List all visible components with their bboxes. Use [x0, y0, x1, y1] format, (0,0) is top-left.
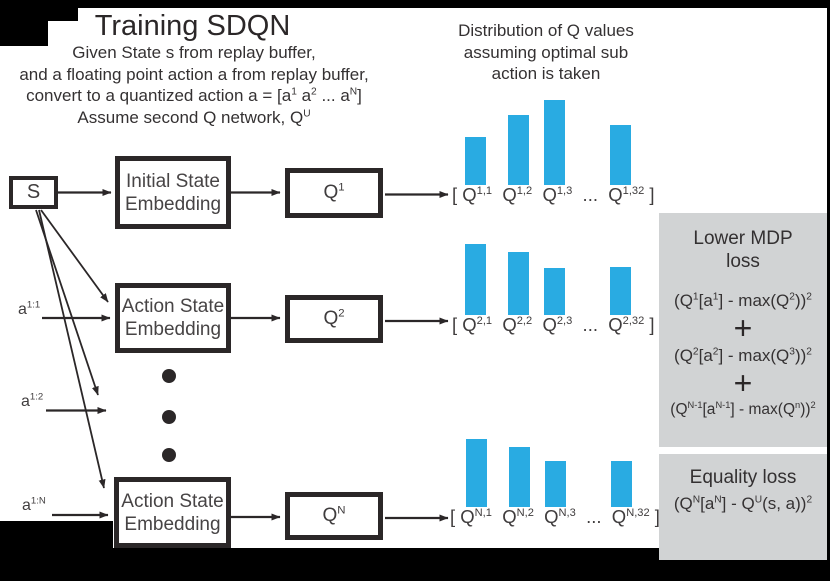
- qn-box: QN: [285, 492, 383, 540]
- q-value-bar: [544, 268, 565, 315]
- description-line: Assume second Q network, QU: [77, 107, 311, 127]
- q-value-bar: [509, 447, 530, 507]
- caption-line: Distribution of Q values: [458, 21, 634, 40]
- description-line: convert to a quantized action a = [a1 a2…: [26, 86, 362, 105]
- q1-distribution-bars: [465, 95, 635, 185]
- title-description: Given State s from replay buffer, and a …: [0, 42, 388, 128]
- description-line: and a floating point action a from repla…: [19, 64, 369, 84]
- action-input-a1n-label: a1:N: [22, 495, 46, 514]
- plus-sign: +: [733, 365, 753, 401]
- q-value-bar: [465, 137, 486, 185]
- lower-mdp-term-1: (Q1[a1] - max(Q2))2: [674, 291, 812, 310]
- qn-label: QN: [322, 504, 346, 526]
- q-value-bar: [544, 100, 565, 185]
- ellipsis-dot: [162, 369, 176, 383]
- caption-line: assuming optimal sub: [463, 42, 629, 62]
- equality-loss-title: Equality loss: [689, 467, 797, 488]
- ellipsis-dot: [162, 448, 176, 462]
- action-input-a11-label: a1:1: [18, 299, 41, 318]
- description-line: Given State s from replay buffer,: [72, 43, 316, 62]
- q1-box: Q1: [285, 168, 383, 218]
- ellipsis-dot: [162, 410, 176, 424]
- qn-vector-label: [ QN,1 QN,2 QN,3 ... QN,32 ]: [450, 506, 660, 527]
- q-value-bar: [466, 439, 487, 507]
- q-value-bar: [508, 115, 529, 185]
- background-patch: [0, 8, 48, 46]
- caption-line: action is taken: [491, 64, 601, 83]
- q-value-bar: [610, 267, 631, 315]
- distribution-caption: Distribution of Q values assuming optima…: [445, 20, 647, 85]
- q-value-bar: [610, 125, 631, 185]
- q-value-bar: [545, 461, 566, 507]
- q-value-bar: [465, 244, 486, 315]
- state-label: S: [26, 181, 41, 203]
- q1-vector-label: [ Q1,1 Q1,2 Q1,3 ... Q1,32 ]: [452, 184, 655, 205]
- equality-loss-panel: Equality loss (QN[aN] - QU(s, a))2: [659, 454, 827, 560]
- lower-mdp-term-2: (Q2[a2] - max(Q3))2: [674, 346, 812, 365]
- equality-loss-term: (QN[aN] - QU(s, a))2: [673, 494, 813, 513]
- q2-box: Q2: [285, 295, 383, 343]
- q-value-bar: [611, 461, 632, 507]
- state-box: S: [9, 176, 58, 209]
- q2-label: Q2: [323, 307, 345, 329]
- plus-sign: +: [733, 310, 753, 346]
- qn-distribution-bars: [466, 417, 636, 507]
- lower-mdp-term-3: (QN-1[aN-1] - max(Qn))2: [670, 399, 816, 418]
- q2-distribution-bars: [465, 225, 635, 315]
- page-title: Training SDQN: [94, 10, 291, 42]
- q-value-bar: [508, 252, 529, 315]
- action-input-a12-label: a1:2: [21, 391, 44, 410]
- q2-vector-label: [ Q2,1 Q2,2 Q2,3 ... Q2,32 ]: [452, 314, 655, 335]
- background-patch: [0, 521, 113, 548]
- q1-label: Q1: [323, 181, 345, 203]
